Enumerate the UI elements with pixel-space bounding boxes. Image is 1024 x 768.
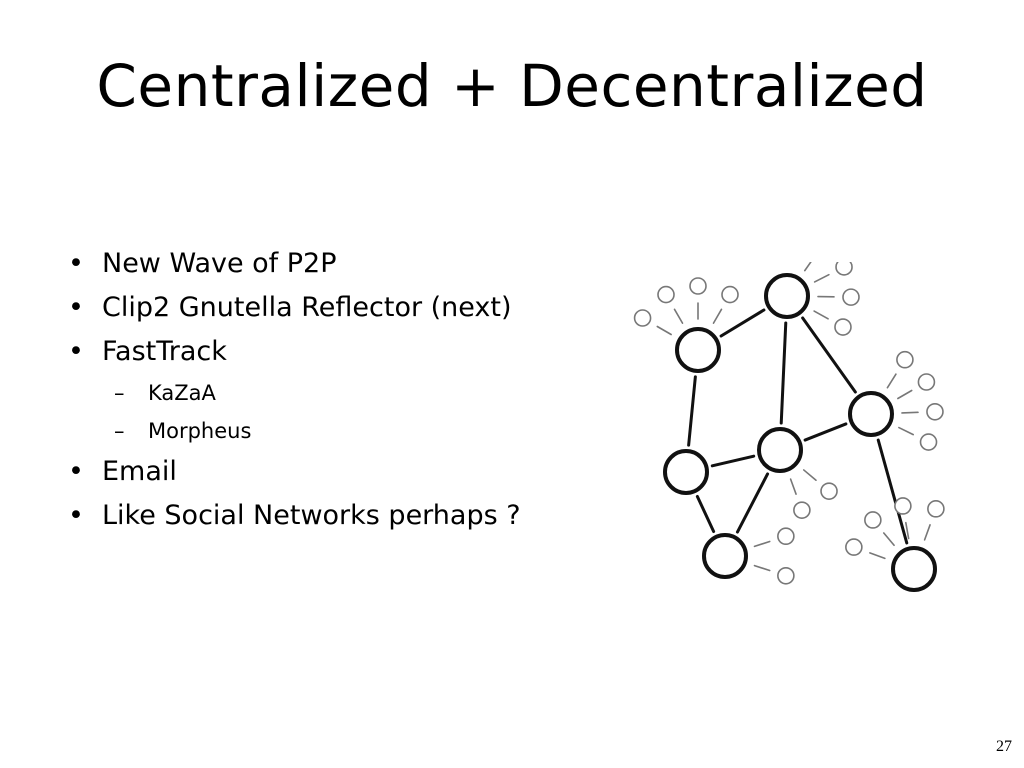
bullet-item: Clip2 Gnutella Reflector (next)	[66, 286, 626, 330]
bullet-item: FastTrack	[66, 330, 626, 374]
supernode-link	[801, 316, 857, 394]
bullet-list: New Wave of P2P Clip2 Gnutella Reflector…	[66, 242, 626, 538]
leaf-node	[894, 497, 912, 515]
leaf-link	[869, 552, 886, 560]
supernode	[675, 327, 721, 373]
leaf-node	[917, 373, 936, 391]
leaf-link	[673, 308, 684, 324]
leaf-link	[898, 426, 915, 436]
supernode	[663, 449, 709, 495]
leaf-link	[802, 469, 817, 482]
bullet-item: Like Social Networks perhaps ?	[66, 494, 626, 538]
leaf-link	[897, 389, 913, 400]
leaf-link	[882, 532, 895, 547]
supernode	[702, 533, 748, 579]
leaf-link	[789, 478, 797, 495]
leaf-link	[923, 524, 931, 541]
leaf-node	[927, 500, 945, 518]
supernode	[891, 546, 937, 592]
leaf-node	[864, 511, 882, 529]
leaf-link	[901, 411, 919, 414]
leaf-node	[657, 285, 675, 304]
supernode	[757, 427, 803, 473]
supernode	[764, 273, 810, 319]
supernode	[848, 391, 894, 437]
leaf-link	[753, 564, 771, 572]
slide-title: Centralized + Decentralized	[96, 52, 928, 120]
page-number: 27	[996, 738, 1012, 755]
leaf-node	[633, 309, 652, 327]
supernode-link	[687, 375, 697, 447]
bullet-item: Email	[66, 450, 626, 494]
leaf-link	[813, 310, 829, 320]
supernode-link	[695, 494, 716, 534]
supernode-link	[710, 454, 756, 468]
network-diagram	[633, 262, 945, 592]
leaf-node	[834, 318, 852, 336]
leaf-node	[777, 527, 795, 546]
leaf-node	[777, 566, 795, 585]
sub-bullet-item: Morpheus	[66, 412, 626, 450]
leaf-node	[919, 433, 938, 451]
supernode-link	[735, 472, 770, 534]
leaf-link	[886, 373, 897, 389]
leaf-node	[842, 288, 860, 306]
leaf-node	[845, 538, 863, 556]
leaf-link	[656, 325, 672, 336]
leaf-link	[803, 262, 812, 272]
leaf-link	[712, 308, 723, 324]
leaf-node	[793, 501, 811, 519]
supernode-link	[779, 321, 788, 425]
leaf-link	[753, 540, 771, 548]
leaf-node	[721, 285, 739, 304]
leaf-node	[896, 350, 914, 369]
bullet-item: New Wave of P2P	[66, 242, 626, 286]
supernode-link	[803, 422, 848, 442]
supernode-link	[876, 438, 909, 545]
leaf-node	[835, 262, 853, 276]
leaf-link	[813, 273, 830, 283]
leaf-link	[905, 521, 910, 540]
leaf-node	[820, 482, 838, 500]
leaf-node	[926, 402, 944, 421]
sub-bullet-item: KaZaA	[66, 374, 626, 412]
supernode-link	[719, 308, 766, 338]
leaf-node	[689, 277, 707, 295]
